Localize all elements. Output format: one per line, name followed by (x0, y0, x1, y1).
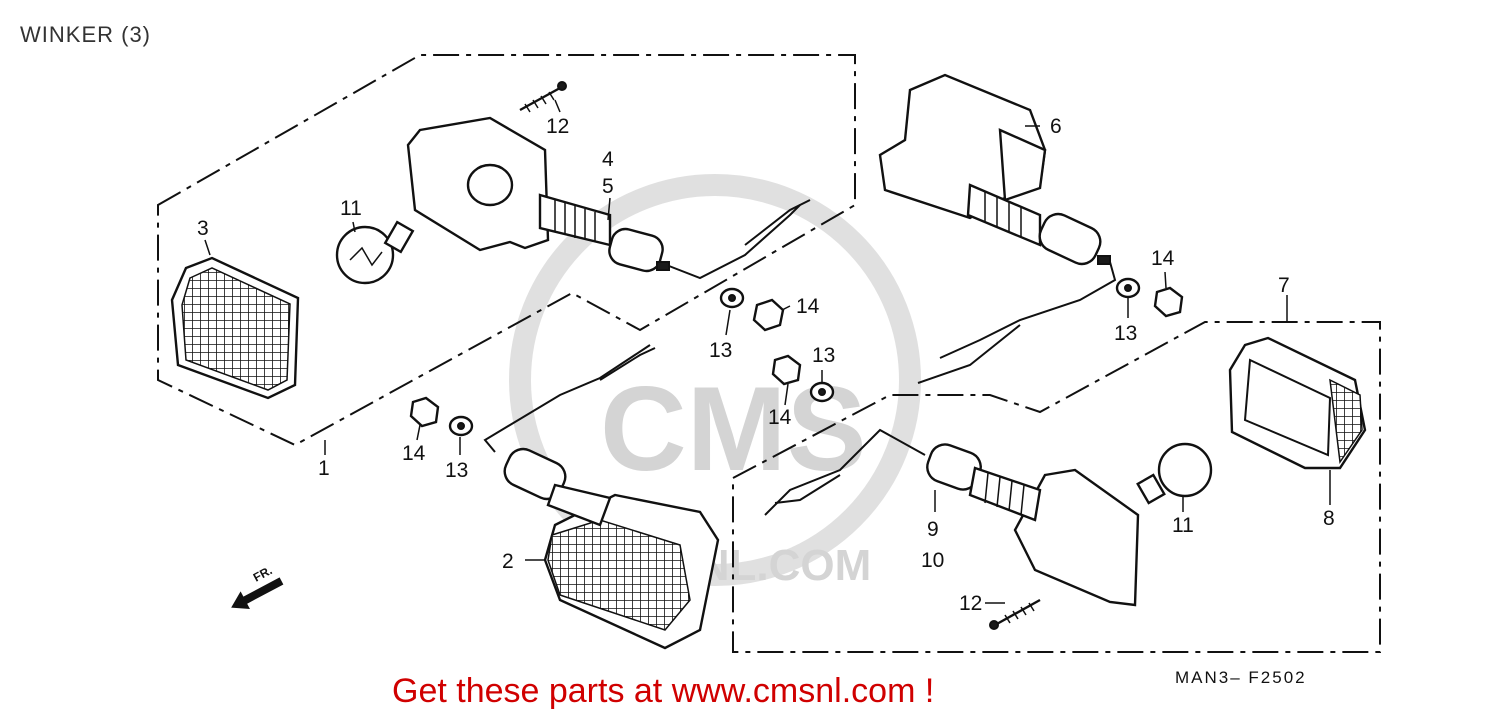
winker-body-4 (406, 116, 811, 280)
nut-14-d (1153, 286, 1184, 318)
winker-body-9 (764, 428, 1140, 607)
callout-10: 10 (921, 549, 944, 572)
diagram-code: MAN3– F2502 (1175, 668, 1307, 687)
washer-13-d (1115, 277, 1141, 299)
callout-9: 9 (927, 518, 939, 541)
lens-3 (170, 256, 300, 400)
washer-13-a (719, 287, 745, 309)
promo-text[interactable]: Get these parts at www.cmsnl.com ! (392, 672, 935, 710)
callout-12-top: 12 (546, 115, 569, 138)
diagram-title: WINKER (3) (20, 22, 151, 47)
screw-12-top (519, 81, 567, 113)
bulb-11-right (1136, 442, 1213, 505)
callout-5: 5 (602, 175, 614, 198)
washer-13-b (809, 381, 835, 403)
callout-14-c: 14 (402, 442, 426, 465)
callout-6: 6 (1050, 115, 1062, 138)
callout-2: 2 (502, 550, 514, 573)
callout-11-right: 11 (1172, 514, 1194, 537)
callout-3: 3 (197, 217, 209, 240)
callout-13-c: 13 (445, 459, 468, 482)
callout-14-d: 14 (1151, 247, 1175, 270)
winker-body-6 (878, 73, 1117, 384)
leader-lines (204, 99, 1331, 604)
screw-12-lower (989, 598, 1041, 630)
nut-14-c (409, 396, 440, 428)
assembly-frame-7 (732, 321, 1381, 653)
assembly-frame-1 (157, 54, 856, 447)
callout-7: 7 (1278, 274, 1290, 297)
callout-12-lower: 12 (959, 592, 982, 615)
bulb-11-left (335, 220, 415, 285)
callout-13-b: 13 (812, 344, 835, 367)
callout-13-a: 13 (709, 339, 732, 362)
nut-14-a (752, 298, 785, 332)
callout-8: 8 (1323, 507, 1335, 530)
callout-14-b: 14 (768, 406, 792, 429)
lens-8 (1228, 336, 1367, 470)
washer-13-c (448, 415, 474, 437)
direction-label: FR. (251, 563, 275, 584)
callout-1: 1 (318, 457, 330, 480)
callout-14-a: 14 (796, 295, 820, 318)
callout-11-left: 11 (340, 197, 362, 220)
front-direction-arrow: FR. (231, 563, 284, 609)
callout-4: 4 (602, 148, 614, 171)
callout-13-d: 13 (1114, 322, 1137, 345)
nut-14-b (771, 354, 802, 386)
winker-body-2 (483, 344, 720, 650)
